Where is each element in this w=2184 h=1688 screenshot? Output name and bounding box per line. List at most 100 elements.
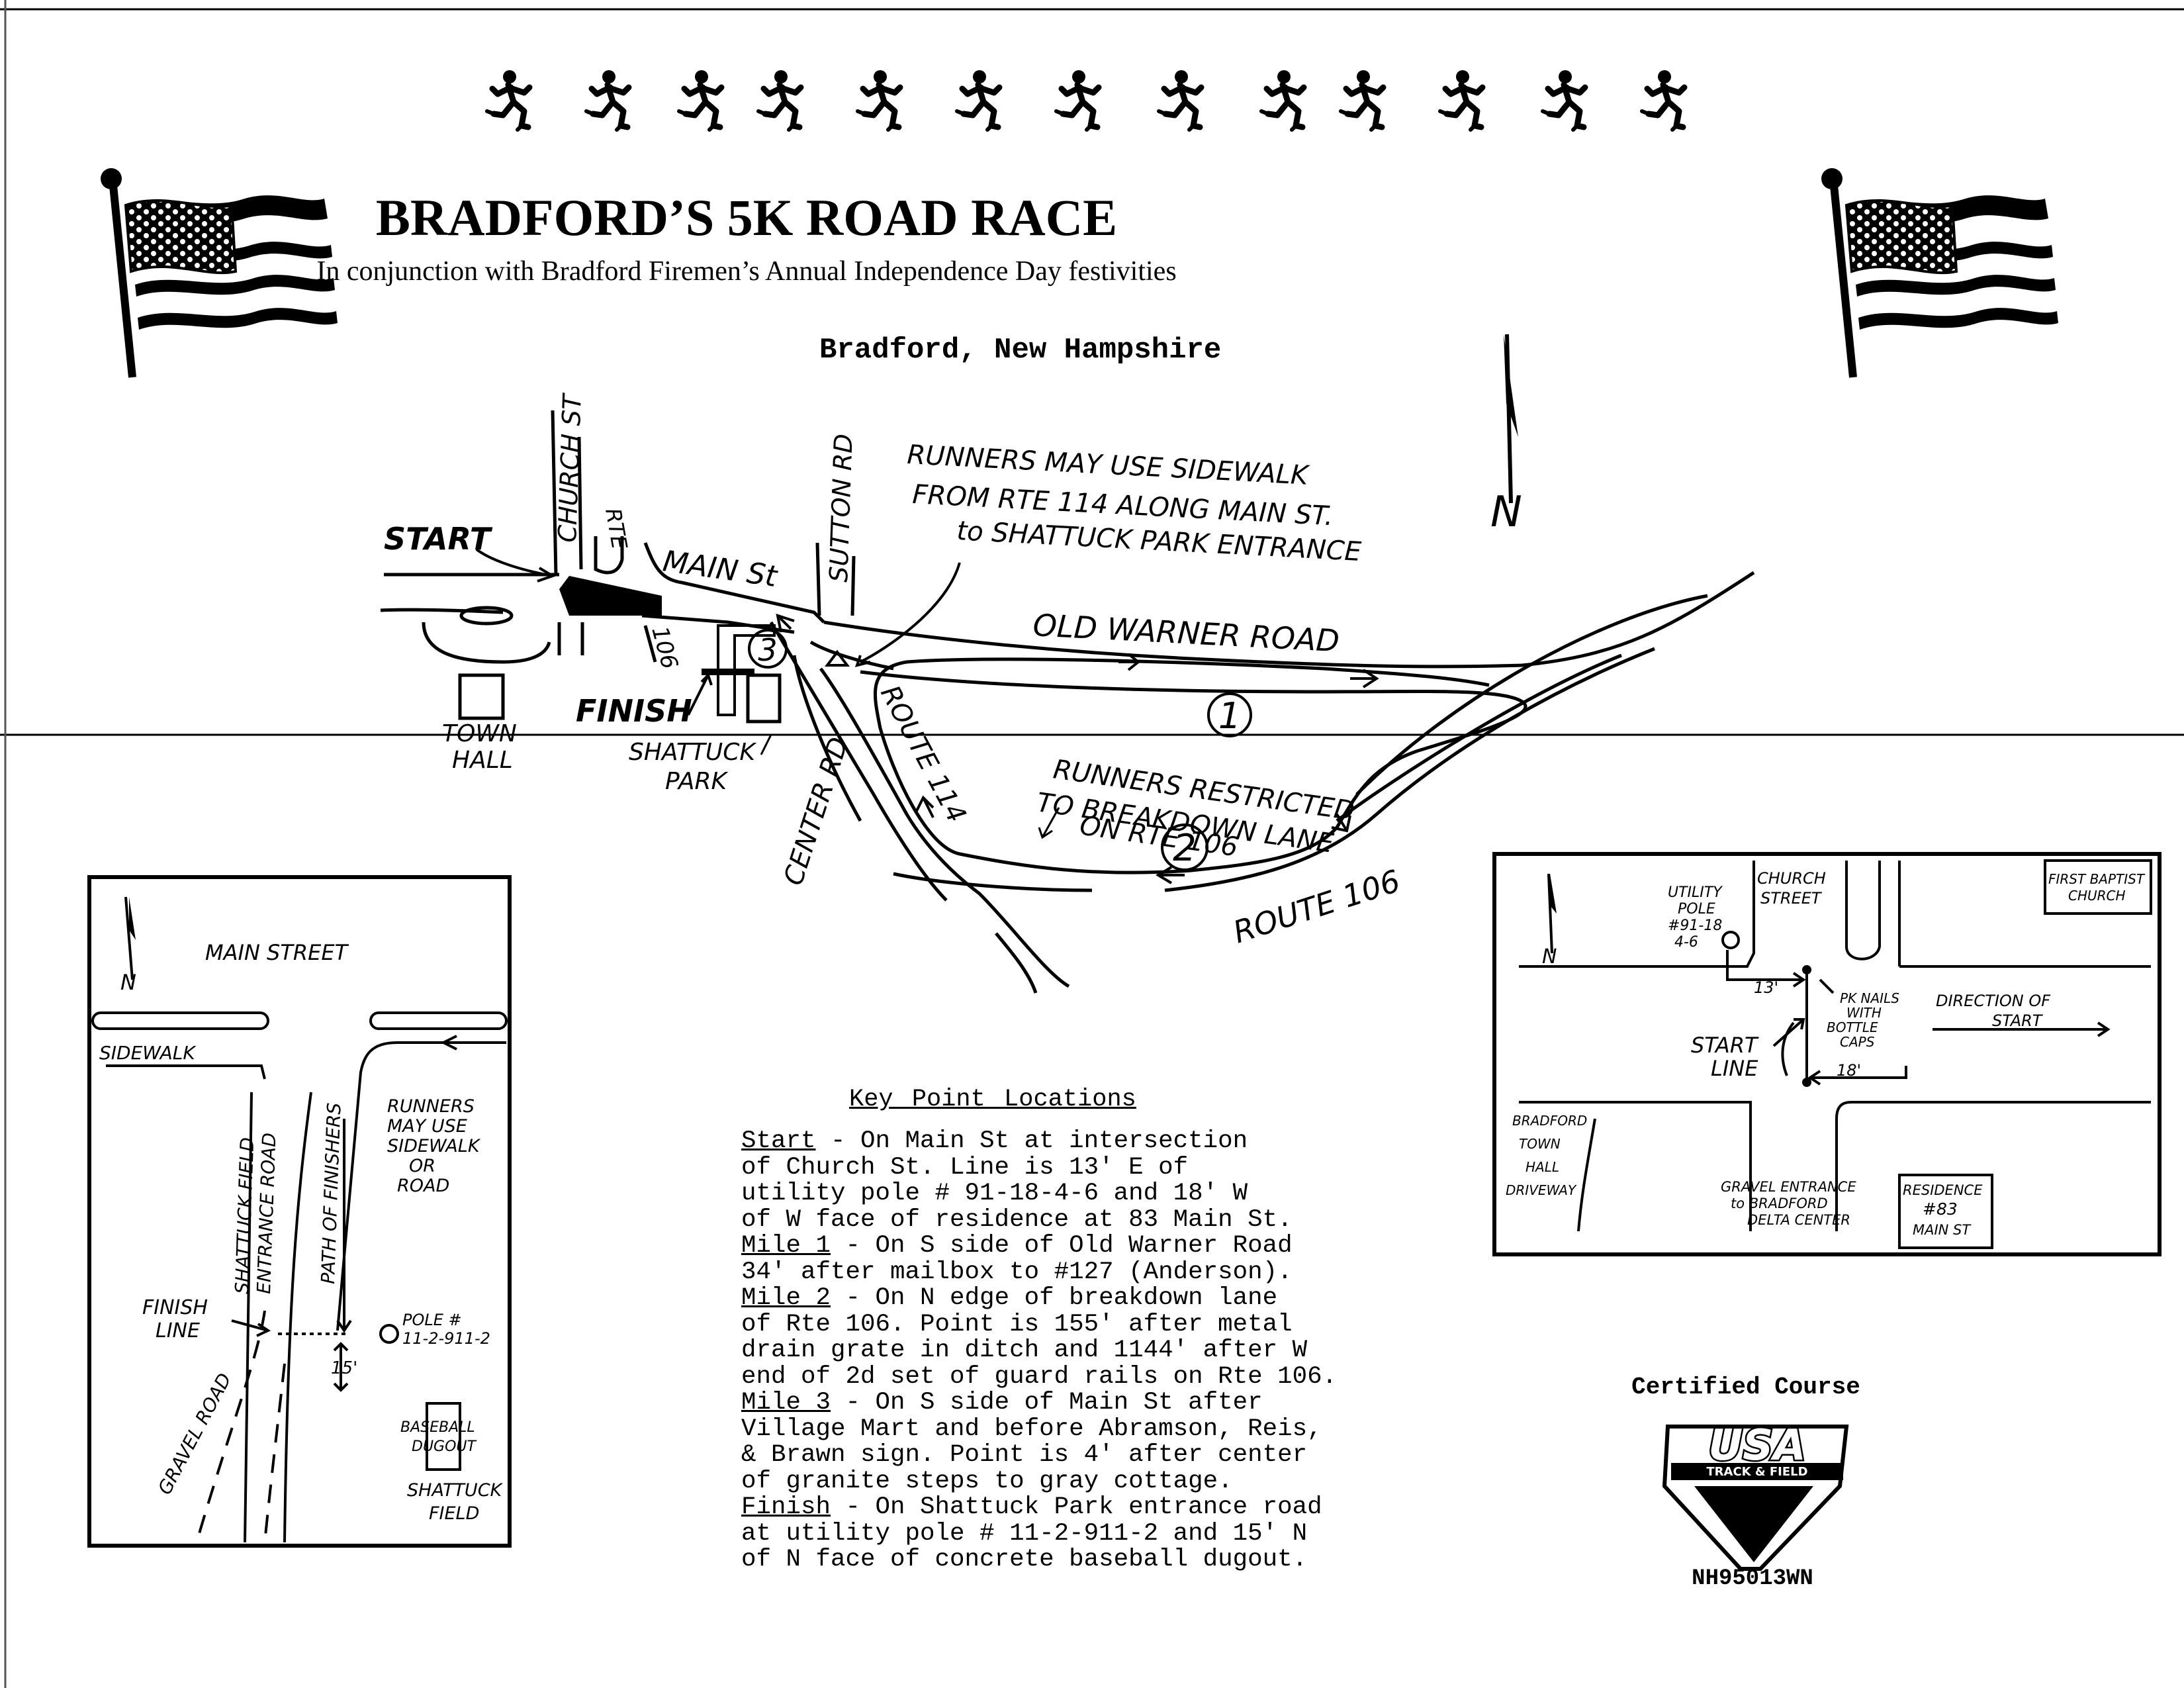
key-point-line: of N face of concrete baseball dugout. [741, 1546, 1308, 1573]
runner-icon [1159, 70, 1201, 130]
runner-icon [1056, 70, 1099, 130]
svg-text:BOTTLE: BOTTLE [1827, 1019, 1878, 1035]
start-inset: N UTILITY POLE #91-18 4-6 CHURCH [1492, 852, 2161, 1256]
svg-text:TOWN: TOWN [1519, 1136, 1561, 1152]
key-point-line: & Brawn sign. Point is 4' after center [741, 1441, 1308, 1469]
road-network [380, 410, 1755, 994]
svg-text:PK NAILS: PK NAILS [1840, 990, 1899, 1006]
svg-text:WITH: WITH [1846, 1005, 1882, 1021]
start-arrow [475, 548, 556, 583]
location: Bradford, New Hampshire [819, 334, 1221, 367]
svg-text:TRACK & FIELD: TRACK & FIELD [1706, 1465, 1807, 1479]
key-point-line: at utility pole # 11-2-911-2 and 15' N [741, 1519, 1308, 1548]
key-point-line: of granite steps to gray cottage. [741, 1467, 1233, 1495]
runner-icon [858, 70, 900, 130]
svg-text:DELTA CENTER: DELTA CENTER [1747, 1212, 1850, 1228]
key-point-label: Mile 1 [741, 1232, 831, 1260]
svg-text:MAY USE: MAY USE [387, 1116, 467, 1137]
svg-text:POLE: POLE [1678, 901, 1715, 917]
svg-text:DUGOUT: DUGOUT [412, 1438, 477, 1455]
svg-text:DIRECTION OF: DIRECTION OF [1936, 992, 2051, 1010]
certified-course-label: Certified Course [1631, 1374, 1860, 1401]
runner-icon [1440, 70, 1482, 130]
runner-icon [1543, 70, 1585, 130]
key-point-line: of Rte 106. Point is 155' after metal [741, 1310, 1293, 1338]
church-st-label: CHURCH ST [553, 392, 587, 543]
runner-icon [758, 70, 801, 130]
svg-text:PATH OF FINISHERS: PATH OF FINISHERS [317, 1102, 345, 1284]
svg-text:CHURCH: CHURCH [1757, 869, 1826, 888]
us-flag-icon [101, 168, 338, 377]
key-point-label: Finish [741, 1493, 831, 1521]
svg-text:HALL: HALL [1525, 1159, 1559, 1175]
page-subtitle: In conjunction with Bradford Firemen’s A… [316, 256, 1176, 287]
svg-text:LINE: LINE [156, 1319, 200, 1342]
svg-text:LINE: LINE [1711, 1056, 1758, 1081]
svg-text:11-2-911-2: 11-2-911-2 [402, 1329, 490, 1348]
svg-text:DRIVEWAY: DRIVEWAY [1506, 1182, 1577, 1198]
center-rd-label: CENTER RD [778, 733, 854, 889]
runner-icon [957, 70, 999, 130]
runner-icon [487, 70, 529, 130]
svg-text:BASEBALL: BASEBALL [400, 1419, 475, 1436]
svg-text:to BRADFORD: to BRADFORD [1731, 1196, 1828, 1211]
sutton-rd-label: SUTTON RD [824, 433, 858, 583]
key-point-line: Mile 2 - On N edge of breakdown lane [741, 1284, 1278, 1312]
svg-text:18': 18' [1837, 1061, 1861, 1080]
key-points-heading: Key Point Locations [849, 1086, 1136, 1113]
svg-text:SIDEWALK: SIDEWALK [387, 1136, 481, 1156]
svg-text:FINISH: FINISH [142, 1296, 208, 1319]
finish-area [702, 624, 782, 724]
breakdown-lane-note: RUNNERS RESTRICTED TO BREAKDOWN LANE ON … [1035, 754, 1357, 863]
key-point-line: of W face of residence at 83 Main St. [741, 1205, 1293, 1234]
finish-arrow [687, 673, 713, 716]
main-st-label: MAIN St [660, 544, 780, 594]
svg-text:CAPS: CAPS [1840, 1034, 1875, 1050]
svg-text:POLE #: POLE # [402, 1311, 462, 1329]
us-flag-icon [1821, 168, 2058, 377]
svg-text:SIDEWALK: SIDEWALK [99, 1042, 197, 1064]
svg-text:3: 3 [758, 632, 777, 668]
key-point-line: Finish - On Shattuck Park entrance road [741, 1493, 1322, 1521]
key-point-line: Start - On Main St at intersection [741, 1127, 1248, 1155]
key-point-line: drain grate in ditch and 1144' after W [741, 1336, 1308, 1364]
svg-text:STREET: STREET [1760, 889, 1823, 908]
svg-text:MAIN ST: MAIN ST [1913, 1222, 1972, 1238]
runner-icon [1261, 70, 1304, 130]
key-point-line: utility pole # 91-18-4-6 and 18' W [741, 1180, 1248, 1207]
mile-marker: 2 [1161, 823, 1208, 871]
town-hall-label: TOWN [442, 720, 517, 747]
svg-text:FIRST BAPTIST: FIRST BAPTIST [2048, 871, 2146, 887]
start-label: START [384, 521, 493, 557]
usatf-logo: TRACK & FIELD USA [1662, 1420, 1849, 1571]
rte-106-short-label: 106 [646, 624, 682, 672]
svg-text:#91-18: #91-18 [1668, 917, 1722, 934]
rte-label: RTE [600, 506, 632, 551]
key-point-label: Mile 3 [741, 1389, 831, 1417]
runner-icon [1341, 70, 1383, 130]
svg-text:UTILITY: UTILITY [1668, 884, 1723, 901]
svg-text:1: 1 [1218, 695, 1241, 737]
key-point-line: end of 2d set of guard rails on Rte 106. [741, 1362, 1338, 1391]
runner-icon [1642, 70, 1684, 130]
runner-icon [679, 70, 721, 130]
svg-text:START: START [1691, 1033, 1759, 1058]
runner-icon [586, 70, 629, 130]
svg-text:#83: #83 [1923, 1199, 1958, 1219]
course-arrows [635, 598, 1379, 884]
key-point-line: Village Mart and before Abramson, Reis, [741, 1415, 1322, 1443]
course-code: NH95013WN [1692, 1566, 1813, 1591]
svg-text:15': 15' [331, 1358, 357, 1378]
svg-text:OR: OR [409, 1156, 435, 1176]
runners-row [487, 70, 1684, 130]
key-point-label: Mile 2 [741, 1284, 831, 1312]
north-label: N [1490, 488, 1522, 537]
svg-text:CHURCH: CHURCH [2068, 888, 2126, 904]
page-title: BRADFORD’S 5K ROAD RACE [376, 189, 1117, 246]
shattuck-park-label: SHATTUCK [629, 739, 756, 766]
key-point-line: Mile 3 - On S side of Main St after [741, 1389, 1263, 1417]
svg-text:RESIDENCE: RESIDENCE [1903, 1182, 1983, 1198]
svg-text:GRAVEL ROAD: GRAVEL ROAD [154, 1370, 236, 1498]
